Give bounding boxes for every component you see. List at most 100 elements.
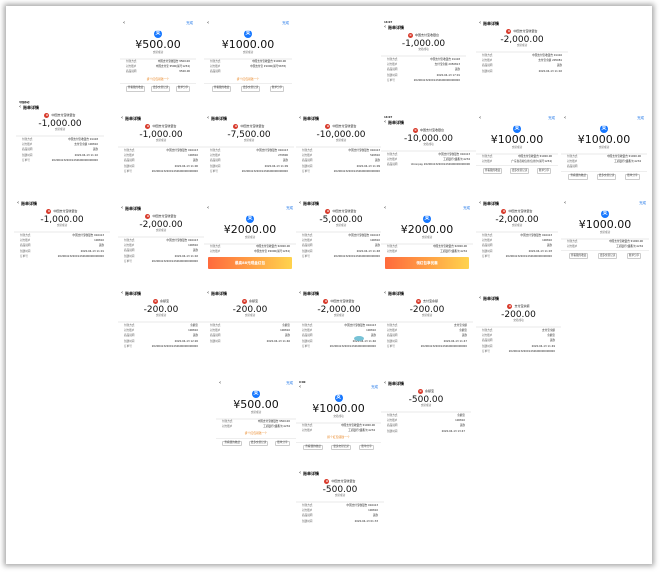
done-button[interactable]: 完成 <box>186 21 193 26</box>
row-value: 中国支付宝收银台 01418 <box>68 137 98 141</box>
back-arrow-icon[interactable]: ‹ <box>384 381 387 387</box>
row-value: 中国支付宝收银台 01418 <box>430 57 460 61</box>
promo-banner[interactable]: 领红包享优惠 <box>385 257 469 270</box>
row-label: 对方账户 <box>124 153 135 157</box>
action-button[interactable]: 更多交易记录 <box>509 168 530 175</box>
action-button[interactable]: 更多交易记录 <box>240 85 261 92</box>
back-arrow-icon[interactable]: ‹ <box>123 21 126 27</box>
back-arrow-icon[interactable]: ‹ <box>479 201 482 207</box>
detail-row: 付款方式中国支付宝收银台 ¥500.00 <box>216 420 296 425</box>
row-label: 订单号 <box>302 344 310 348</box>
back-arrow-icon[interactable]: ‹ <box>299 471 302 477</box>
amount-value: -1,000.00 <box>139 130 183 140</box>
back-arrow-icon[interactable]: ‹ <box>299 384 302 391</box>
back-arrow-icon[interactable]: ‹ <box>479 21 482 27</box>
action-button[interactable]: 账单分享 <box>275 440 290 447</box>
action-button[interactable]: 查看我的收益 <box>211 85 232 92</box>
amount-value: -2,000.00 <box>317 305 361 315</box>
row-label: 对方账户 <box>387 328 398 332</box>
detail-row: 商品说明退款 <box>296 244 386 249</box>
action-button[interactable]: 查看我的收益 <box>482 168 503 175</box>
done-button[interactable]: 完成 <box>282 21 289 26</box>
done-button[interactable]: 完成 <box>639 201 646 206</box>
done-button[interactable]: 完成 <box>286 381 293 386</box>
back-arrow-icon[interactable]: ‹ <box>384 24 387 31</box>
back-arrow-icon[interactable]: ‹ <box>564 116 567 122</box>
action-button[interactable]: 更多交易记录 <box>597 253 618 260</box>
promo-banner[interactable]: 最高88元现金红包 <box>208 257 292 270</box>
action-button[interactable]: 查看我的收益 <box>222 440 242 447</box>
back-arrow-icon[interactable]: ‹ <box>121 206 124 212</box>
back-arrow-icon[interactable]: ‹ <box>207 116 210 122</box>
action-button[interactable]: 更多交易记录 <box>596 173 617 180</box>
row-label: 对方账户 <box>124 328 135 332</box>
detail-row: 付款方式中国支付宝收银台 016413 <box>296 323 382 328</box>
action-button[interactable]: 更多交易记录 <box>248 440 269 447</box>
merchant-header: ⊕中国支付宝收银台 <box>118 214 204 219</box>
back-arrow-icon[interactable]: ‹ <box>17 201 20 207</box>
trade-status: 交易成功 <box>513 319 524 323</box>
divider <box>296 421 381 424</box>
action-button[interactable]: 查看我的收益 <box>303 444 323 451</box>
back-arrow-icon[interactable]: ‹ <box>299 201 302 207</box>
back-arrow-icon[interactable]: ‹ <box>299 291 302 297</box>
action-button[interactable]: 账单分享 <box>625 173 640 180</box>
row-label: 商品说明 <box>302 244 313 248</box>
done-button[interactable]: 完成 <box>371 385 378 390</box>
action-button[interactable]: 查看我的收益 <box>125 85 146 92</box>
red-packet-link[interactable]: 拆个红包领钱一个 <box>244 431 268 436</box>
back-arrow-icon[interactable]: ‹ <box>384 206 387 212</box>
back-arrow-icon[interactable]: ‹ <box>219 381 222 387</box>
back-arrow-icon[interactable]: ‹ <box>384 291 387 297</box>
done-button[interactable]: 完成 <box>463 206 470 211</box>
action-button[interactable]: 账单分享 <box>359 444 374 451</box>
action-button[interactable]: 账单分享 <box>269 85 285 92</box>
red-packet-link[interactable]: 拆个红包领钱一个 <box>327 435 350 440</box>
detail-row: 商品说明退款 <box>296 159 386 164</box>
back-arrow-icon[interactable]: ‹ <box>384 119 387 126</box>
red-packet-link[interactable]: 拆个红包领钱一个 <box>146 76 170 81</box>
action-button[interactable]: 查看我的收益 <box>568 253 589 260</box>
back-arrow-icon[interactable]: ‹ <box>207 206 210 212</box>
done-button[interactable]: 完成 <box>286 206 293 211</box>
back-arrow-icon[interactable]: ‹ <box>479 116 482 122</box>
row-value: 退款 <box>98 244 104 248</box>
merchant-logo-icon: ⊕ <box>325 208 331 214</box>
back-arrow-icon[interactable]: ‹ <box>564 201 567 207</box>
action-button[interactable]: 账单分享 <box>536 168 552 175</box>
nav-bar: ‹账单详情 <box>381 381 471 387</box>
row-label: 对方账户 <box>482 238 493 242</box>
back-arrow-icon[interactable]: ‹ <box>121 116 124 122</box>
merchant-logo-icon: ⊕ <box>417 388 423 394</box>
back-arrow-icon[interactable]: ‹ <box>479 296 482 302</box>
action-button[interactable]: 更多交易记录 <box>331 444 351 451</box>
back-arrow-icon[interactable]: ‹ <box>121 291 124 297</box>
action-button[interactable]: 查看我的收益 <box>568 173 588 180</box>
done-button[interactable]: 完成 <box>637 116 644 121</box>
back-arrow-icon[interactable]: ‹ <box>207 21 210 27</box>
action-button[interactable]: 更多交易记录 <box>150 85 171 92</box>
trade-status: 交易成功 <box>155 229 167 233</box>
back-arrow-icon[interactable]: ‹ <box>207 291 210 297</box>
status-bar: 9:00 <box>296 381 381 385</box>
red-packet-link[interactable]: 拆个红包领钱一个 <box>236 76 260 81</box>
nav-bar: ‹账单详情 <box>16 104 104 111</box>
action-button[interactable]: 账单分享 <box>626 253 642 260</box>
row-label: 付款方式 <box>124 148 135 152</box>
nav-bar: ‹ 完成 <box>381 206 473 212</box>
done-button[interactable]: 完成 <box>548 116 555 121</box>
back-arrow-icon[interactable]: ‹ <box>19 104 22 111</box>
divider <box>561 152 647 155</box>
row-value: 中国支付宝收银台 016413 <box>346 503 378 507</box>
back-arrow-icon[interactable]: ‹ <box>299 116 302 122</box>
action-button[interactable]: 账单分享 <box>175 85 191 92</box>
